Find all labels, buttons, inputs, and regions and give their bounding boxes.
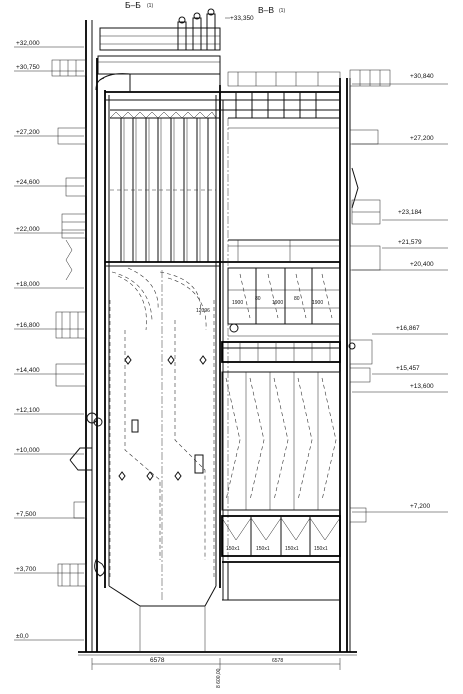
eco-label-4: 150x1	[314, 546, 328, 552]
level-label: +15,457	[396, 365, 420, 372]
section-header-left-sub: (1)	[147, 3, 153, 9]
module-label-2: 1900	[272, 300, 283, 306]
level-mark: +14,400	[14, 367, 84, 375]
left-level-marks: +32,000 +30,750 +27,200 +24,600 +22,000 …	[14, 40, 84, 641]
level-label: ±0,0	[16, 633, 29, 640]
building-frame	[78, 20, 357, 656]
vertical-dimension: 8 600,00	[216, 668, 222, 688]
level-mark: +3,700	[14, 566, 84, 574]
level-mark: +20,400	[352, 261, 448, 271]
level-label: +21,579	[398, 239, 422, 246]
level-label: +32,000	[16, 40, 40, 47]
level-mark: +16,800	[14, 322, 84, 330]
level-label: +13,600	[410, 383, 434, 390]
eco-label-2: 150x1	[256, 546, 270, 552]
level-label: +24,600	[16, 179, 40, 186]
level-label: +12,100	[16, 407, 40, 414]
module-label-1: 1900	[232, 300, 243, 306]
level-label: +30,840	[410, 73, 434, 80]
level-mark: +23,184	[382, 209, 448, 221]
level-label: +14,400	[16, 367, 40, 374]
section-header-left: Б–Б	[125, 0, 141, 10]
screen-tubes	[109, 111, 217, 262]
level-label: +10,000	[16, 447, 40, 454]
eco-label-3: 150x1	[285, 546, 299, 552]
level-mark: +30,840	[352, 73, 448, 85]
level-label: +18,000	[16, 281, 40, 288]
furnace-span-label: 12096	[196, 308, 210, 314]
level-mark: +7,200	[352, 503, 448, 513]
module-gap-label-2: 80	[294, 296, 300, 302]
level-mark: +18,000	[14, 281, 84, 289]
level-mark: +27,200	[14, 129, 84, 137]
level-mark: +22,000	[14, 226, 84, 234]
right-level-marks: +30,840 +27,200 +23,184 +21,579 +20,400 …	[352, 73, 448, 513]
left-stairs-platforms	[51, 59, 106, 587]
dimension-left: 6578	[150, 657, 165, 664]
level-mark: +13,600	[352, 383, 448, 393]
convective-shaft: 1900 80 1900 80 1900 150x	[221, 92, 341, 601]
level-label: +27,200	[410, 135, 434, 142]
level-mark: +16,867	[372, 325, 448, 335]
level-label: +7,500	[16, 511, 36, 518]
bottom-dimensions: 6578 6578 8 600,00	[91, 657, 341, 688]
level-mark: +32,000	[14, 40, 84, 48]
level-mark: +12,100	[14, 407, 84, 415]
module-gap-label-1: 80	[255, 296, 261, 302]
level-mark: +30,750	[14, 64, 84, 72]
level-label: +20,400	[410, 261, 434, 268]
level-label: +27,200	[16, 129, 40, 136]
top-equipment: +33,350	[95, 8, 341, 92]
top-level-mark: +33,350	[230, 15, 254, 22]
level-mark: ±0,0	[14, 633, 84, 641]
burner-markers	[118, 355, 207, 481]
level-label: +22,000	[16, 226, 40, 233]
eco-label-1: 150x1	[226, 546, 240, 552]
dimension-right: 6578	[272, 658, 283, 664]
level-label: +3,700	[16, 566, 36, 573]
level-label: +16,867	[396, 325, 420, 332]
level-mark: +7,500	[14, 511, 84, 519]
level-label: +30,750	[16, 64, 40, 71]
level-label: +16,800	[16, 322, 40, 329]
right-stairs-platforms	[348, 69, 391, 523]
level-label: +23,184	[398, 209, 422, 216]
section-header-right: В–В	[258, 5, 274, 15]
module-label-3: 1900	[312, 300, 323, 306]
level-mark: +15,457	[372, 365, 448, 375]
level-label: +7,200	[410, 503, 430, 510]
level-mark: +21,579	[382, 239, 448, 249]
level-mark: +27,200	[352, 135, 448, 145]
section-header-right-sub: (1)	[279, 8, 285, 14]
level-mark: +24,600	[14, 179, 84, 187]
level-mark: +10,000	[14, 447, 84, 455]
